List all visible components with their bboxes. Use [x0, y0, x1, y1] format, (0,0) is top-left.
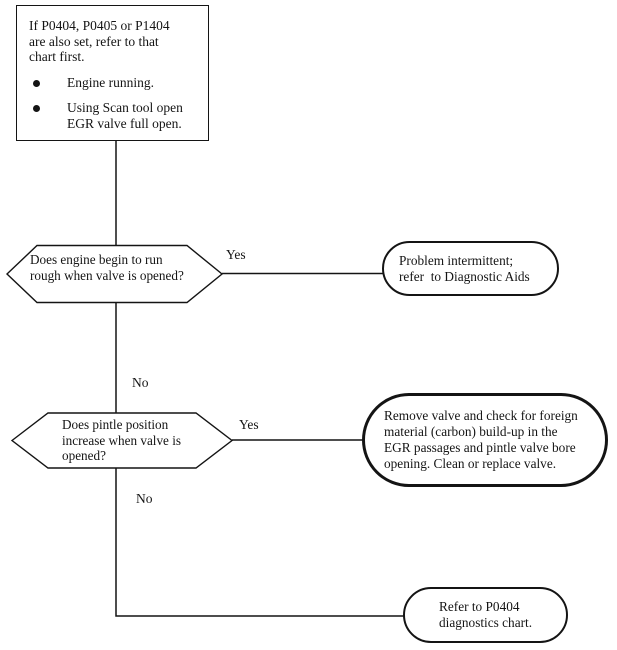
connector-decision2-no-elbow	[115, 466, 404, 617]
start-box-line: are also set, refer to that	[29, 33, 159, 49]
start-box-line: If P0404, P0405 or P1404	[29, 18, 170, 33]
bullet-item: Using Scan tool open EGR valve full open…	[29, 100, 208, 131]
start-box: If P0404, P0405 or P1404 are also set, r…	[16, 5, 209, 141]
decision1-hexagon	[5, 244, 224, 304]
result2-text: Remove valve and check for foreign mater…	[384, 407, 578, 472]
bullet-dot-icon	[33, 105, 40, 112]
result1-pill: Problem intermittent; refer to Diagnosti…	[382, 241, 559, 296]
decision1-yes-label: Yes	[226, 247, 246, 262]
result3-pill: Refer to P0404 diagnostics chart.	[403, 587, 568, 643]
decision1-text: Does engine begin to run rough when valv…	[30, 252, 184, 283]
bullet-dot-icon	[33, 79, 40, 87]
bullet-text-line: EGR valve full open.	[67, 115, 182, 131]
bullet-text-line: Engine running.	[67, 74, 154, 90]
bullet-item: Engine running.	[29, 75, 208, 91]
decision2-text: Does pintle position increase when valve…	[62, 417, 182, 463]
result2-pill: Remove valve and check for foreign mater…	[362, 393, 608, 487]
start-box-line: chart first.	[29, 49, 85, 64]
result1-text: Problem intermittent; refer to Diagnosti…	[399, 252, 530, 284]
decision1-no-label: No	[132, 375, 149, 390]
bullet-text-line: Using Scan tool open	[67, 100, 183, 115]
decision2-hexagon	[10, 412, 234, 469]
connector-lines	[115, 128, 404, 617]
result3-text: Refer to P0404 diagnostics chart.	[439, 599, 533, 630]
decision2-yes-label: Yes	[239, 417, 259, 432]
decision2-no-label: No	[136, 491, 153, 506]
